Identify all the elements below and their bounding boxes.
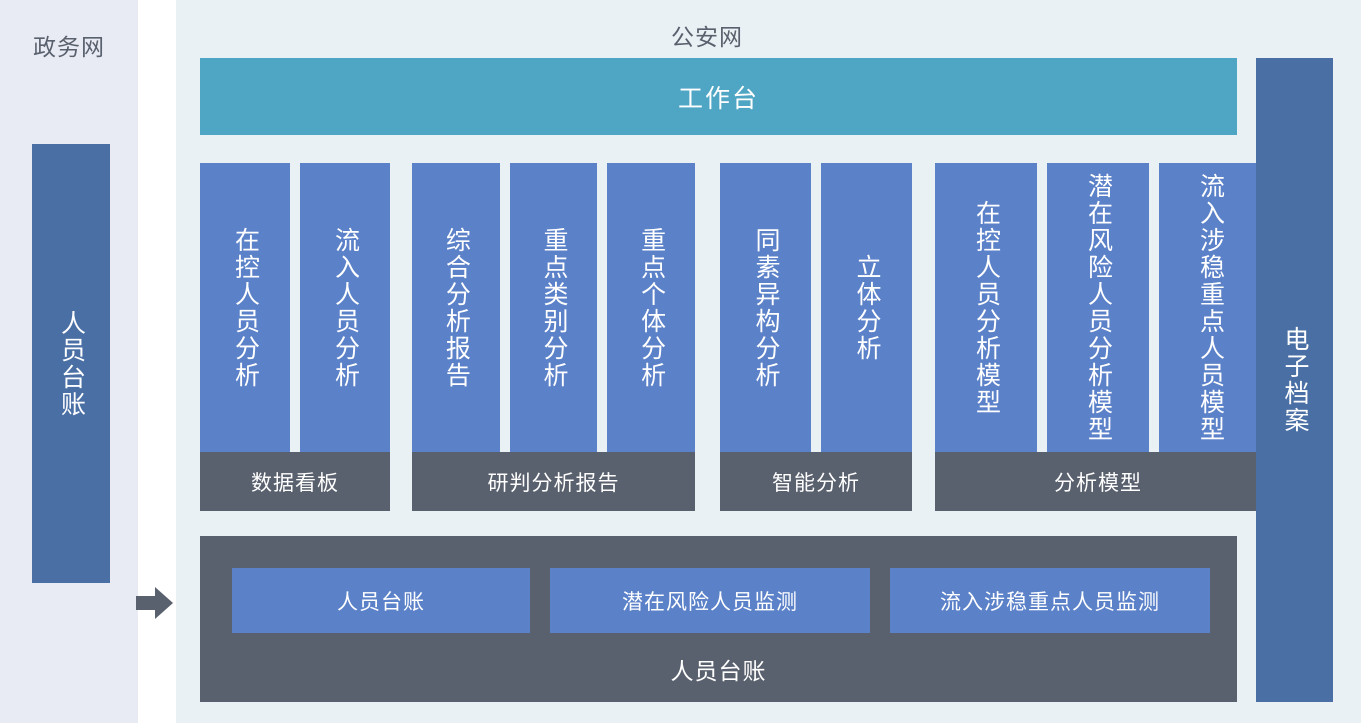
workbench-label: 工作台 bbox=[677, 84, 759, 113]
group-title-bar[interactable]: 研判分析报告 bbox=[412, 452, 695, 511]
capability-card[interactable]: 在控人员分析模型 bbox=[935, 163, 1037, 452]
govnet-title: 政务网 bbox=[33, 34, 105, 60]
capability-card[interactable]: 流入涉稳重点人员模型 bbox=[1159, 163, 1261, 452]
ledger-button-人员台账[interactable]: 人员台账 bbox=[232, 568, 530, 633]
workbench-bar[interactable]: 工作台 bbox=[200, 58, 1237, 135]
ledger-button-潜在风险人员监测[interactable]: 潜在风险人员监测 bbox=[550, 568, 870, 633]
capability-card-label: 综合分析报告 bbox=[442, 226, 471, 389]
group-title-label: 数据看板 bbox=[251, 471, 339, 495]
capability-card-label: 立体分析 bbox=[853, 253, 881, 362]
capability-card[interactable]: 潜在风险人员分析模型 bbox=[1047, 163, 1149, 452]
capability-card-label: 在控人员分析模型 bbox=[972, 199, 1001, 416]
capability-card-label: 潜在风险人员分析模型 bbox=[1084, 172, 1113, 443]
electronic-archive-label: 电子档案 bbox=[1281, 326, 1309, 434]
capability-card[interactable]: 综合分析报告 bbox=[412, 163, 500, 452]
capability-card[interactable]: 在控人员分析 bbox=[200, 163, 290, 452]
group-title-label: 分析模型 bbox=[1054, 471, 1142, 495]
capability-card-label: 重点类别分析 bbox=[540, 226, 568, 389]
right-arrow-icon bbox=[136, 584, 174, 622]
ledger-panel-caption: 人员台账 bbox=[670, 658, 767, 684]
policenet-panel: 公安网 工作台 在控人员分析 流入人员分析 数据看板 综合分析报告 bbox=[176, 0, 1361, 723]
govnet-personnel-ledger-label: 人员台账 bbox=[57, 309, 86, 418]
capability-card[interactable]: 流入人员分析 bbox=[300, 163, 390, 452]
capability-card-label: 流入人员分析 bbox=[331, 226, 360, 389]
capability-group-研判分析报告: 综合分析报告 重点类别分析 重点个体分析 研判分析报告 bbox=[412, 163, 696, 511]
capability-card[interactable]: 重点个体分析 bbox=[607, 163, 696, 452]
capability-card[interactable]: 立体分析 bbox=[821, 163, 912, 452]
group-title-bar[interactable]: 数据看板 bbox=[200, 452, 390, 511]
group-title-label: 研判分析报告 bbox=[487, 471, 620, 495]
group-cards: 综合分析报告 重点类别分析 重点个体分析 bbox=[412, 163, 696, 452]
capability-card-label: 重点个体分析 bbox=[637, 226, 666, 389]
ledger-panel: 人员台账 潜在风险人员监测 流入涉稳重点人员监测 人员台账 bbox=[200, 536, 1237, 702]
capability-card-label: 在控人员分析 bbox=[231, 226, 260, 389]
capability-card-label: 同素异构分析 bbox=[752, 226, 780, 389]
group-title-bar[interactable]: 分析模型 bbox=[935, 452, 1261, 511]
capability-group-分析模型: 在控人员分析模型 潜在风险人员分析模型 流入涉稳重点人员模型 分析模型 bbox=[935, 163, 1261, 511]
capability-group-智能分析: 同素异构分析 立体分析 智能分析 bbox=[720, 163, 912, 511]
group-cards: 同素异构分析 立体分析 bbox=[720, 163, 912, 452]
group-cards: 在控人员分析模型 潜在风险人员分析模型 流入涉稳重点人员模型 bbox=[935, 163, 1261, 452]
electronic-archive-bar[interactable]: 电子档案 bbox=[1256, 58, 1333, 702]
ledger-button-流入涉稳重点人员监测[interactable]: 流入涉稳重点人员监测 bbox=[890, 568, 1210, 633]
capability-groups-row: 在控人员分析 流入人员分析 数据看板 综合分析报告 重点类别分析 重点个 bbox=[200, 163, 1261, 511]
ledger-buttons-row: 人员台账 潜在风险人员监测 流入涉稳重点人员监测 bbox=[232, 568, 1210, 633]
capability-group-数据看板: 在控人员分析 流入人员分析 数据看板 bbox=[200, 163, 390, 511]
policenet-title: 公安网 bbox=[671, 24, 743, 50]
capability-card[interactable]: 同素异构分析 bbox=[720, 163, 811, 452]
govnet-panel: 政务网 人员台账 bbox=[0, 0, 138, 723]
capability-card-label: 流入涉稳重点人员模型 bbox=[1196, 172, 1225, 443]
group-title-label: 智能分析 bbox=[772, 471, 860, 495]
capability-card[interactable]: 重点类别分析 bbox=[509, 163, 598, 452]
group-cards: 在控人员分析 流入人员分析 bbox=[200, 163, 390, 452]
govnet-personnel-ledger-bar[interactable]: 人员台账 bbox=[32, 144, 110, 583]
group-title-bar[interactable]: 智能分析 bbox=[720, 452, 912, 511]
